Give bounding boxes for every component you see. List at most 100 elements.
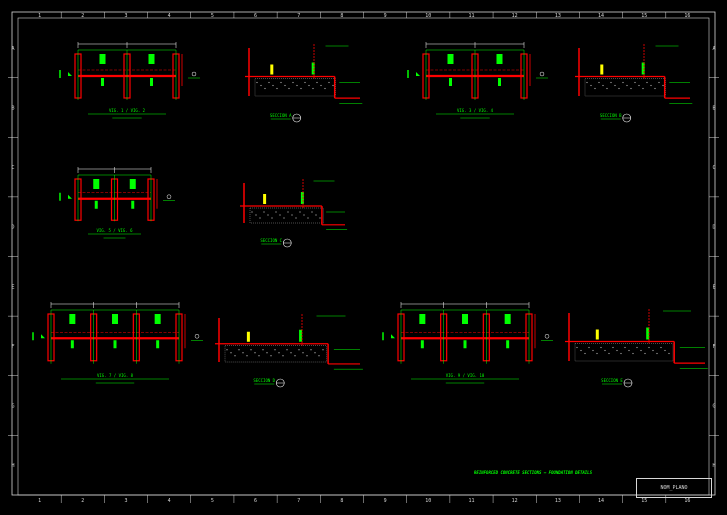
aggregate-dot xyxy=(642,87,644,90)
detail-plan-5: VIG. 9 / VIG. 10 xyxy=(382,302,553,384)
row-letter-left: G xyxy=(11,404,14,410)
col-number-bottom: 9 xyxy=(384,498,387,504)
aggregate-dot xyxy=(311,211,313,213)
rebar-mark xyxy=(463,340,467,349)
axis-bubble xyxy=(539,71,545,77)
level-marker xyxy=(416,72,420,76)
aggregate-dot xyxy=(308,84,310,87)
rebar-mark xyxy=(93,179,100,189)
rebar-green xyxy=(641,62,645,75)
aggregate-dot xyxy=(262,349,264,351)
col-number-bottom: 3 xyxy=(124,498,127,504)
aggregate-dot xyxy=(306,355,308,357)
rebar-mark xyxy=(449,78,452,86)
col-number-bottom: 7 xyxy=(297,498,300,504)
aggregate-dot xyxy=(304,81,306,84)
aggregate-dot xyxy=(594,87,596,90)
rebar-mark xyxy=(504,314,511,324)
aggregate-dot xyxy=(664,349,666,352)
row-letter-left: A xyxy=(11,46,14,52)
aggregate-dot xyxy=(294,355,296,357)
aggregate-dot xyxy=(332,84,334,87)
rebar-mark xyxy=(99,54,106,64)
col-number-bottom: 13 xyxy=(555,498,561,504)
soil-hatch xyxy=(249,207,324,224)
aggregate-dot xyxy=(614,84,616,87)
aggregate-dot xyxy=(259,217,261,219)
aggregate-dot xyxy=(300,87,302,90)
col-number-bottom: 10 xyxy=(425,498,431,504)
soil-hatch xyxy=(574,343,674,362)
aggregate-dot xyxy=(276,87,278,90)
aggregate-dot xyxy=(602,84,604,87)
aggregate-dot xyxy=(586,81,588,84)
aggregate-dot xyxy=(298,349,300,351)
axis-bubble xyxy=(191,71,197,77)
col-number-bottom: 14 xyxy=(598,498,604,504)
col-number-top: 5 xyxy=(211,13,214,19)
aggregate-dot xyxy=(310,349,312,351)
aggregate-dot xyxy=(279,214,281,216)
axis-bubble xyxy=(194,334,200,339)
aggregate-dot xyxy=(283,217,285,219)
aggregate-dot xyxy=(254,352,256,354)
rebar-green xyxy=(646,327,650,340)
aggregate-dot xyxy=(640,349,642,352)
aggregate-dot xyxy=(278,352,280,354)
row-letter-left: B xyxy=(11,105,14,111)
level-marker xyxy=(68,72,72,76)
detail-section-1: SECCION A xyxy=(245,44,363,123)
col-number-top: 8 xyxy=(340,13,343,19)
aggregate-dot xyxy=(226,349,228,351)
col-number-top: 2 xyxy=(81,13,84,19)
soil-hatch xyxy=(224,345,327,363)
aggregate-dot xyxy=(590,84,592,87)
row-letter-left: F xyxy=(11,344,14,350)
level-marker xyxy=(391,334,395,339)
col-number-bottom: 8 xyxy=(340,498,343,504)
col-number-bottom: 5 xyxy=(211,498,214,504)
section-name: SECCION B xyxy=(600,113,622,118)
aggregate-dot xyxy=(256,81,258,84)
aggregate-dot xyxy=(314,352,316,354)
col-number-top: 9 xyxy=(384,13,387,19)
aggregate-dot xyxy=(328,81,330,84)
aggregate-dot xyxy=(246,355,248,357)
inner-border xyxy=(17,17,710,496)
detail-section-3: SECCION C xyxy=(240,179,348,248)
rebar-mark xyxy=(154,314,161,324)
aggregate-dot xyxy=(592,349,594,352)
col-number-top: 1 xyxy=(38,13,41,19)
col-number-top: 16 xyxy=(684,13,690,19)
row-letter-right: A xyxy=(712,46,715,52)
detail-title: VIG. 1 / VIG. 2 xyxy=(109,108,146,113)
aggregate-dot xyxy=(628,349,630,352)
row-letter-left: C xyxy=(11,165,14,171)
aggregate-dot xyxy=(320,84,322,87)
detail-section-2: SECCION B xyxy=(575,44,693,123)
row-letter-right: B xyxy=(712,105,715,111)
aggregate-dot xyxy=(636,346,638,349)
aggregate-dot xyxy=(238,349,240,351)
aggregate-dot xyxy=(267,214,269,216)
aggregate-dot xyxy=(600,346,602,349)
aggregate-dot xyxy=(646,81,648,84)
aggregate-dot xyxy=(287,211,289,213)
aggregate-dot xyxy=(584,352,586,355)
rebar-mark xyxy=(462,314,468,324)
col-number-bottom: 2 xyxy=(81,498,84,504)
aggregate-dot xyxy=(580,349,582,352)
soil-hatch xyxy=(254,78,336,97)
aggregate-dot xyxy=(610,81,612,84)
aggregate-dot xyxy=(282,355,284,357)
aggregate-dot xyxy=(638,84,640,87)
aggregate-dot xyxy=(658,81,660,84)
aggregate-dot xyxy=(576,346,578,349)
row-letter-left: D xyxy=(11,225,14,231)
aggregate-dot xyxy=(644,352,646,355)
aggregate-dot xyxy=(286,349,288,351)
detail-title: VIG. 9 / VIG. 10 xyxy=(446,373,485,378)
col-number-bottom: 12 xyxy=(512,498,518,504)
col-number-top: 6 xyxy=(254,13,257,19)
sheet-frame: 1122334455667788991010111112121313141415… xyxy=(8,11,719,504)
